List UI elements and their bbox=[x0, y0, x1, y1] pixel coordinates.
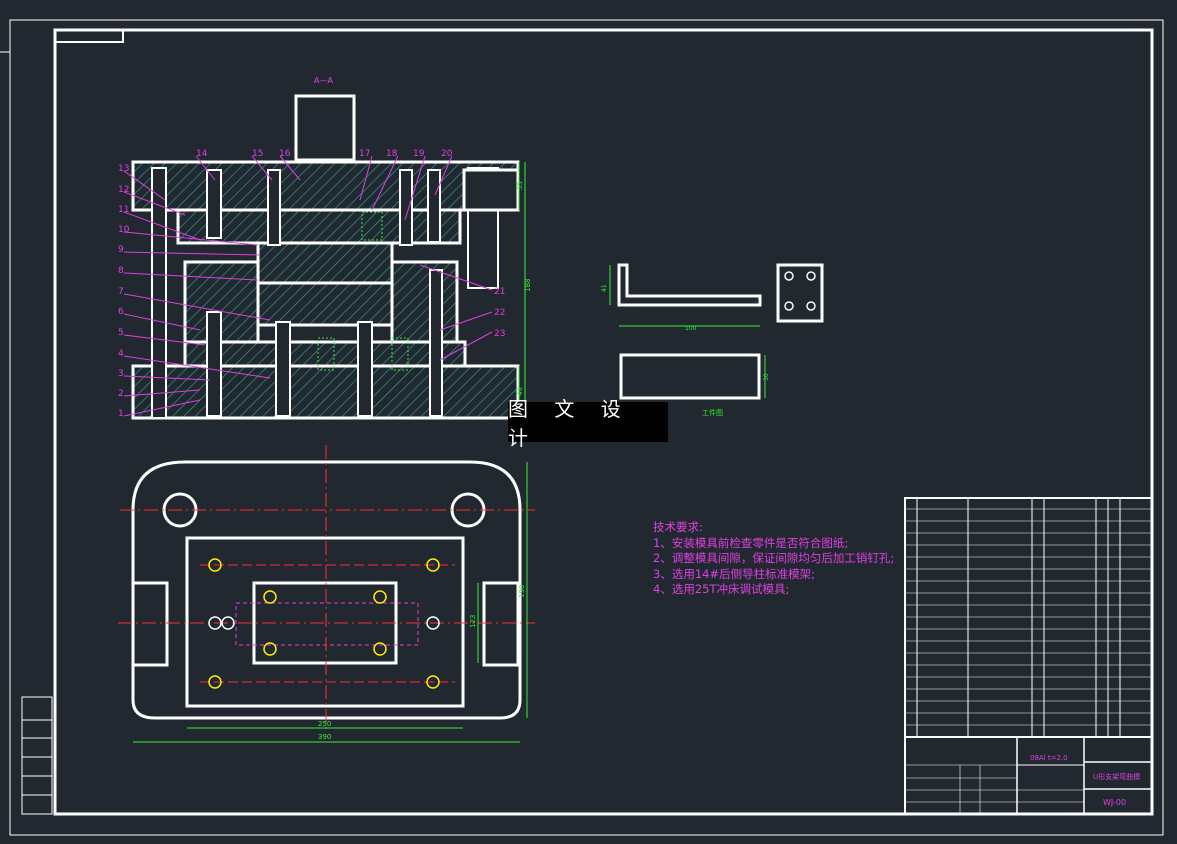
plan-view: 390 250 190 123 bbox=[118, 445, 535, 743]
section-view: A—A 188 bbox=[131, 76, 532, 420]
part-number-16: 16 bbox=[279, 149, 291, 159]
title-material: 08Al t=2.0 bbox=[1030, 754, 1068, 762]
part-number-21: 21 bbox=[494, 287, 505, 297]
dim-height-right: 190 bbox=[518, 585, 526, 598]
tech-requirement-3: 3、选用14#后侧导柱标准模架; bbox=[653, 566, 815, 581]
part-number-6: 6 bbox=[118, 307, 124, 317]
part-number-19: 19 bbox=[413, 149, 425, 159]
left-margin-block bbox=[21, 696, 53, 815]
part-number-9: 9 bbox=[118, 245, 124, 255]
part-number-20: 20 bbox=[441, 149, 453, 159]
dim-inner-width: 250 bbox=[318, 720, 331, 728]
dim-part-width: 30 bbox=[763, 373, 770, 381]
dim-section-height: 188 bbox=[524, 279, 532, 292]
dim-part-length: 100 bbox=[685, 325, 697, 332]
part-number-17: 17 bbox=[359, 149, 370, 159]
tech-requirement-1: 1、安装模具前检查零件是否符合图纸; bbox=[653, 535, 849, 550]
part-number-7: 7 bbox=[118, 287, 124, 297]
part-number-4: 4 bbox=[118, 349, 124, 359]
part-number-5: 5 bbox=[118, 328, 124, 338]
dim-bottom-plate: 40 bbox=[516, 387, 524, 396]
part-number-8: 8 bbox=[118, 266, 124, 276]
part-number-22: 22 bbox=[494, 308, 505, 318]
dim-overall-width: 390 bbox=[318, 733, 331, 741]
section-label: A—A bbox=[314, 76, 333, 85]
tech-requirements-title: 技术要求: bbox=[653, 520, 703, 534]
part-number-15: 15 bbox=[252, 149, 263, 159]
part-number-18: 18 bbox=[386, 149, 398, 159]
part-number-14: 14 bbox=[196, 149, 208, 159]
dim-top-plate: 35 bbox=[516, 181, 524, 190]
part-number-2: 2 bbox=[118, 389, 124, 399]
part-number-10: 10 bbox=[118, 225, 130, 235]
part-number-23: 23 bbox=[494, 329, 505, 339]
tech-requirement-2: 2、调整模具间隙，保证间隙均匀后加工销钉孔; bbox=[653, 551, 895, 565]
part-number-13: 13 bbox=[118, 164, 129, 174]
dim-inner-height: 123 bbox=[469, 615, 477, 628]
sheet-frame bbox=[0, 19, 1164, 836]
title-block bbox=[904, 497, 1153, 815]
title-drawing-number: WJ-00 bbox=[1103, 798, 1126, 807]
part-number-11: 11 bbox=[118, 205, 129, 215]
watermark-badge: 图 文 设 计 bbox=[508, 397, 668, 450]
tech-requirements: 技术要求: 1、安装模具前检查零件是否符合图纸; 2、调整模具间隙，保证间隙均匀… bbox=[653, 520, 894, 598]
workpiece-caption: 工件图 bbox=[702, 408, 723, 417]
dim-part-height: 41 bbox=[601, 284, 608, 292]
part-number-3: 3 bbox=[118, 369, 124, 379]
part-number-12: 12 bbox=[118, 185, 129, 195]
leader-lines bbox=[123, 155, 493, 417]
title-part-name: U形支架弯曲模 bbox=[1093, 772, 1140, 781]
workpiece-view: 100 41 30 工件图 bbox=[601, 263, 824, 417]
tech-requirement-4: 4、选用25T冲床调试模具; bbox=[653, 582, 790, 596]
part-number-1: 1 bbox=[118, 409, 124, 419]
